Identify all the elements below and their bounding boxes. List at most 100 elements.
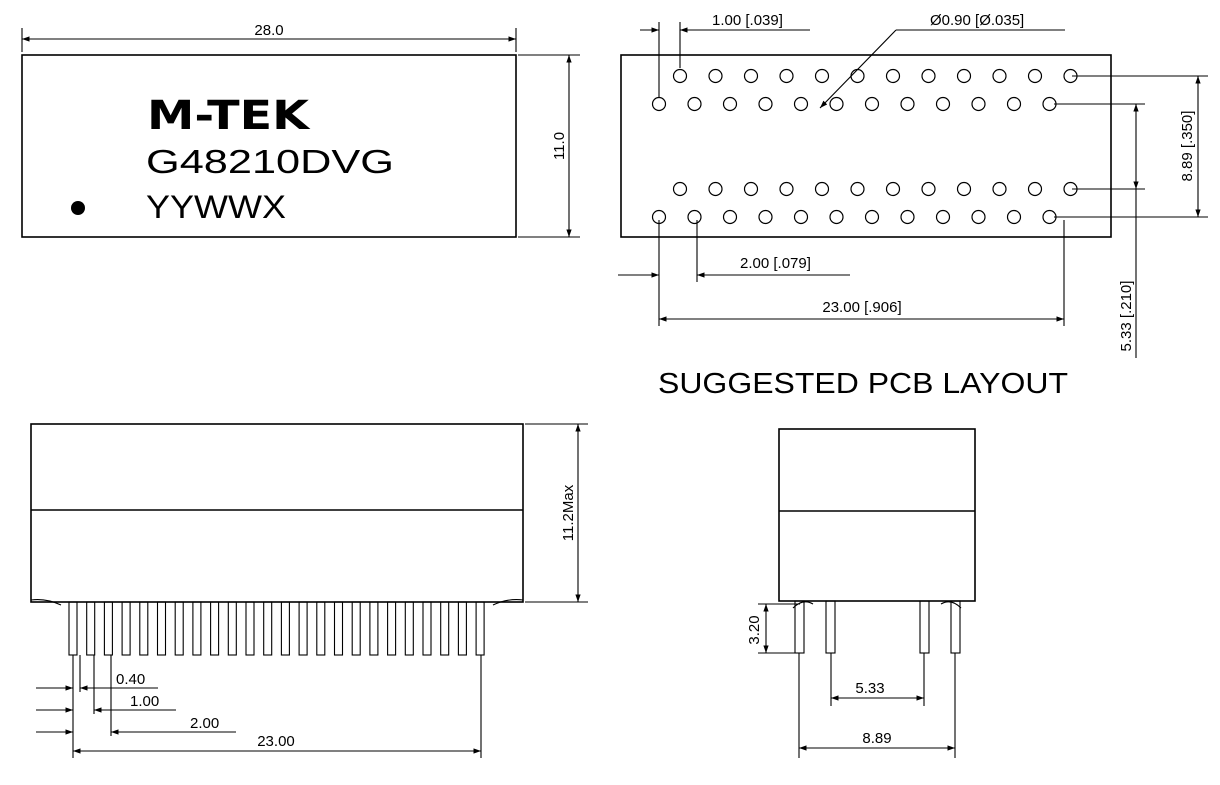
end-pin xyxy=(794,600,805,654)
pcb-hole xyxy=(956,68,972,84)
side-pin-row xyxy=(68,601,485,656)
side-pin xyxy=(369,601,379,656)
pcb-hole xyxy=(956,181,972,197)
side-pin xyxy=(333,601,344,656)
side-height-label: 11.2Max xyxy=(560,484,577,541)
side-pin xyxy=(280,601,290,656)
pcb-hole xyxy=(651,96,667,112)
pcb-hole xyxy=(687,96,702,112)
top-view: 28.0 11.0 M-TEK G48210DVG YYWWX xyxy=(21,22,580,238)
pcb-hole xyxy=(900,209,915,225)
pcb-hole xyxy=(722,96,738,112)
row-pitch-label: 2.00 [.079] xyxy=(740,255,811,272)
side-pin xyxy=(121,601,131,656)
pcb-hole xyxy=(992,181,1007,197)
pcb-hole xyxy=(672,68,688,84)
end-outer-label: 8.89 xyxy=(862,730,891,747)
pcb-hole xyxy=(708,68,723,84)
pcb-hole xyxy=(758,96,773,112)
pcb-hole xyxy=(814,68,830,84)
pcb-hole xyxy=(935,96,951,112)
pcb-hole xyxy=(1027,68,1043,84)
pcb-hole xyxy=(793,96,809,112)
end-inner-label: 5.33 xyxy=(855,680,884,697)
side-pin xyxy=(103,601,113,656)
pcb-hole xyxy=(1006,96,1022,112)
brand-logo: M-TEK xyxy=(147,93,311,139)
side-pin xyxy=(404,601,414,656)
pcb-hole xyxy=(1006,209,1022,225)
pcb-hole xyxy=(1027,181,1043,197)
pcb-hole xyxy=(793,209,809,225)
side-pin xyxy=(298,601,308,656)
pcb-hole xyxy=(758,209,773,225)
pcb-layout-title: SUGGESTED PCB LAYOUT xyxy=(658,368,1068,400)
pcb-hole xyxy=(829,96,844,112)
pitch-label: 1.00 [.039] xyxy=(712,12,783,29)
part-number: G48210DVG xyxy=(146,143,394,180)
side-view: 11.2Max 0.40 1.00 2.00 23.00 xyxy=(30,423,588,758)
hole-diameter-label: Ø0.90 [Ø.035] xyxy=(930,12,1024,29)
side-span-label: 23.00 xyxy=(257,733,295,750)
hole-leader-line xyxy=(819,29,897,109)
pcb-hole xyxy=(864,96,880,112)
pcb-hole-grid xyxy=(651,68,1078,225)
pcb-layout-view: 1.00 [.039] Ø0.90 [Ø.035] 2.00 [.079] 23… xyxy=(618,12,1208,400)
end-pin xyxy=(919,600,930,654)
pcb-hole xyxy=(722,209,738,225)
pcb-hole xyxy=(814,181,830,197)
side-pin xyxy=(156,601,167,656)
side-pin xyxy=(192,601,202,656)
side-pin xyxy=(263,601,273,656)
top-height-label: 11.0 xyxy=(551,132,568,160)
pcb-hole xyxy=(672,181,688,197)
date-code: YYWWX xyxy=(146,189,286,225)
pcb-hole xyxy=(885,181,901,197)
side-pin xyxy=(245,601,255,656)
pin-length-label: 3.20 xyxy=(746,615,763,644)
side-pitch-label: 1.00 xyxy=(130,693,159,710)
pcb-hole xyxy=(900,96,915,112)
pcb-footprint-outline xyxy=(620,54,1112,238)
side-pin xyxy=(227,601,237,656)
top-view-body xyxy=(21,54,517,238)
side-pin xyxy=(475,601,485,656)
side-pin xyxy=(440,601,450,656)
side-pin xyxy=(174,601,184,656)
side-pin xyxy=(210,601,220,656)
pcb-hole xyxy=(829,209,844,225)
pcb-hole xyxy=(864,209,880,225)
pcb-hole xyxy=(850,68,865,84)
inner-spacing-label: 5.33 [.210] xyxy=(1118,281,1135,352)
side-pin xyxy=(422,601,432,656)
side-pin xyxy=(316,601,326,656)
pcb-hole xyxy=(850,181,865,197)
pcb-hole xyxy=(708,181,723,197)
pcb-hole xyxy=(921,68,936,84)
pcb-hole xyxy=(971,209,986,225)
span-label: 23.00 [.906] xyxy=(822,299,901,316)
pin1-dot xyxy=(71,201,85,215)
pcb-hole xyxy=(935,209,951,225)
side-pin xyxy=(139,601,149,656)
end-view: 3.20 5.33 8.89 xyxy=(746,428,976,758)
side-pin xyxy=(457,601,467,656)
end-pin xyxy=(825,600,836,654)
pcb-hole xyxy=(743,181,759,197)
pcb-hole xyxy=(992,68,1007,84)
side-row-pitch-label: 2.00 xyxy=(190,715,219,732)
row-spacing-label: 8.89 [.350] xyxy=(1179,111,1196,182)
side-pin xyxy=(387,601,397,656)
side-pin xyxy=(351,601,361,656)
end-pin xyxy=(950,600,961,654)
end-pins xyxy=(794,600,961,654)
pcb-hole xyxy=(921,181,936,197)
pcb-hole xyxy=(885,68,901,84)
pin-width-label: 0.40 xyxy=(116,671,145,688)
side-pin xyxy=(68,601,78,656)
side-view-body xyxy=(30,423,524,603)
pcb-hole xyxy=(743,68,759,84)
pcb-hole xyxy=(779,181,794,197)
pcb-hole xyxy=(971,96,986,112)
